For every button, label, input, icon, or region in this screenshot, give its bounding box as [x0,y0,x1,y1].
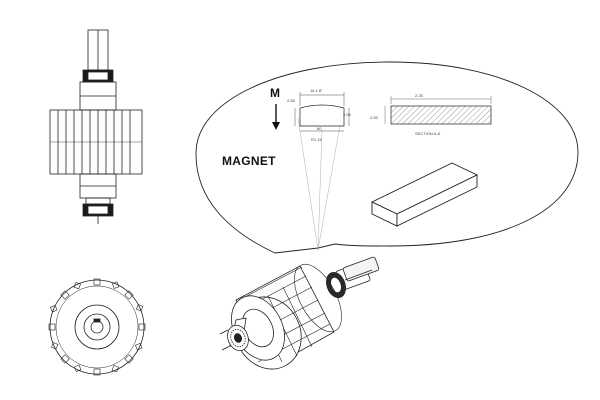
rotor-iso-view [219,256,380,370]
dimension-top-width: 16.1 8° [310,88,323,93]
magnetization-arrow [272,104,280,130]
dimension-section-height: 2.55 [370,115,378,120]
end-view-magnet-slots [48,278,146,376]
dimension-right-small: 2.55 [343,112,351,117]
dimension-section-length: 2.25 [415,93,423,98]
end-view-hub [74,304,120,350]
magnet-profile [294,92,350,132]
dimension-bottom-angle: R1.16 [311,137,322,142]
section-aa-view [384,96,492,125]
magnet-title: MAGNET [222,154,276,168]
callout-leader [297,117,341,251]
dimension-left-height: 2.55 [287,98,295,103]
magnet-block-3d [370,162,479,227]
section-aa-rect [390,105,492,125]
front-view [49,29,143,224]
section-caption: SECTION A-A [415,131,441,136]
end-view [48,278,146,376]
end-view-bore [90,320,104,334]
magnetization-label: M [270,86,280,100]
dimension-mid-bottom: 80 [317,126,322,131]
magnet-block-side [396,174,478,227]
end-view-outer [49,279,145,375]
